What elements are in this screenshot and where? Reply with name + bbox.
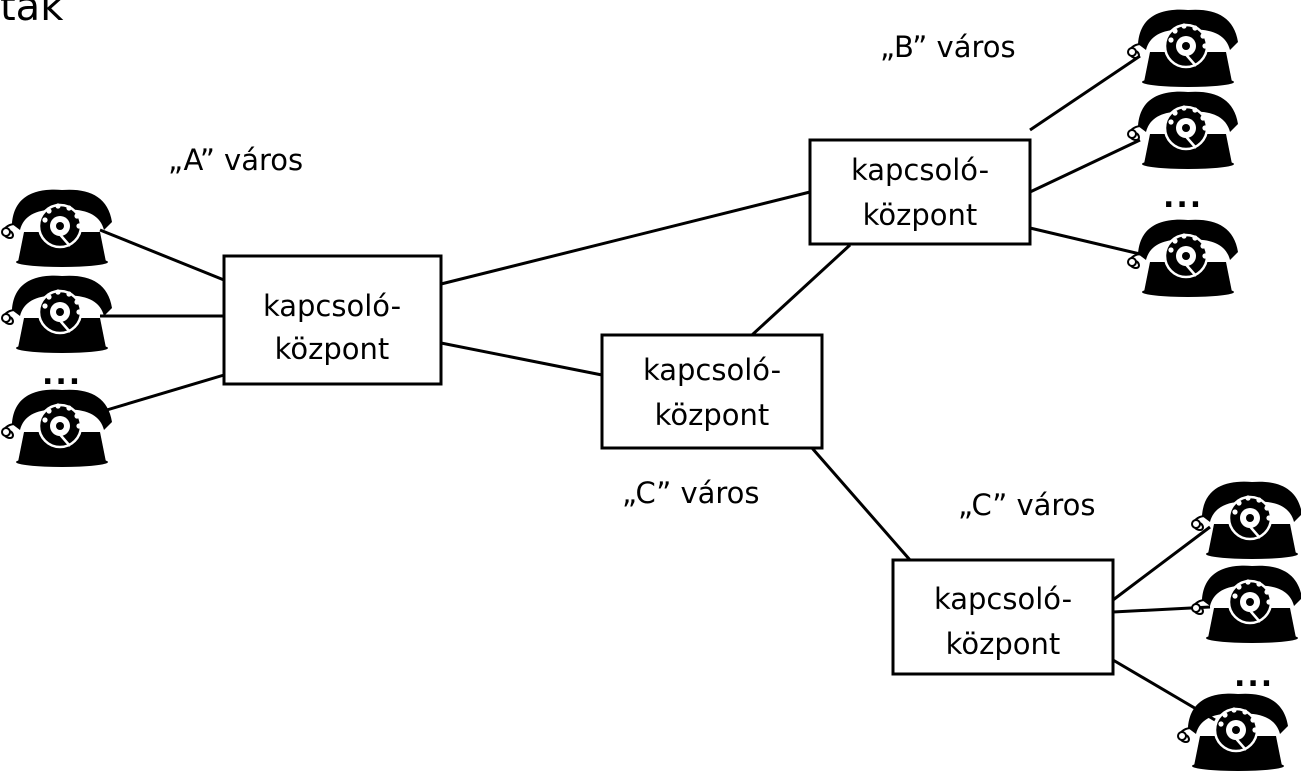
- line-b-phone-1: [1029, 54, 1141, 132]
- line-c2-phone-1: [1112, 525, 1211, 602]
- switch-a-label-line2: központ: [275, 332, 390, 366]
- telephone-icon: [0, 188, 114, 269]
- switch-b: kapcsoló- központ: [808, 138, 1032, 246]
- line-a-phone-3: [99, 373, 225, 414]
- line-a-phone-1: [99, 228, 225, 282]
- ellipsis-c2: ...: [1234, 659, 1274, 694]
- city-label-c-center: „C” város: [622, 476, 760, 510]
- switch-c2: kapcsoló- központ: [891, 558, 1115, 676]
- telephone-icon: [1126, 218, 1240, 299]
- telephone-icon: [1190, 480, 1301, 561]
- telephone-icon: [1190, 564, 1301, 645]
- telephone-icon: [1176, 692, 1290, 773]
- telephone-icon: [1126, 90, 1240, 171]
- switch-c: kapcsoló- központ: [600, 333, 824, 450]
- trunk-line-c-c2: [810, 447, 912, 561]
- switch-c-label-line2: központ: [655, 398, 770, 432]
- switch-a: kapcsoló- központ: [222, 254, 443, 386]
- telephone-icon: [0, 274, 114, 355]
- slide-title: tak: [0, 0, 64, 30]
- line-b-phone-2: [1029, 138, 1141, 194]
- line-b-phone-3: [1029, 226, 1141, 256]
- switch-b-label-line1: kapcsoló-: [851, 153, 989, 187]
- telephone-icon: [0, 388, 114, 469]
- switch-c2-label-line1: kapcsoló-: [934, 582, 1072, 616]
- telephone-icon: [1126, 8, 1240, 89]
- trunk-line-c-b: [750, 243, 852, 337]
- switch-b-label-line2: központ: [863, 198, 978, 232]
- city-label-b: „B” város: [880, 30, 1016, 64]
- switch-a-label-line1: kapcsoló-: [263, 289, 401, 323]
- ellipsis-a: ...: [42, 357, 82, 392]
- city-label-c-bottom: „C” város: [958, 488, 1096, 522]
- trunk-line-a-c: [440, 341, 603, 377]
- ellipsis-b: ...: [1163, 180, 1203, 215]
- city-label-a: „A” város: [168, 143, 303, 177]
- trunk-lines: [440, 190, 912, 561]
- trunk-line-a-b: [440, 190, 811, 286]
- switch-c2-label-line2: központ: [946, 627, 1061, 661]
- switch-c-label-line1: kapcsoló-: [643, 353, 781, 387]
